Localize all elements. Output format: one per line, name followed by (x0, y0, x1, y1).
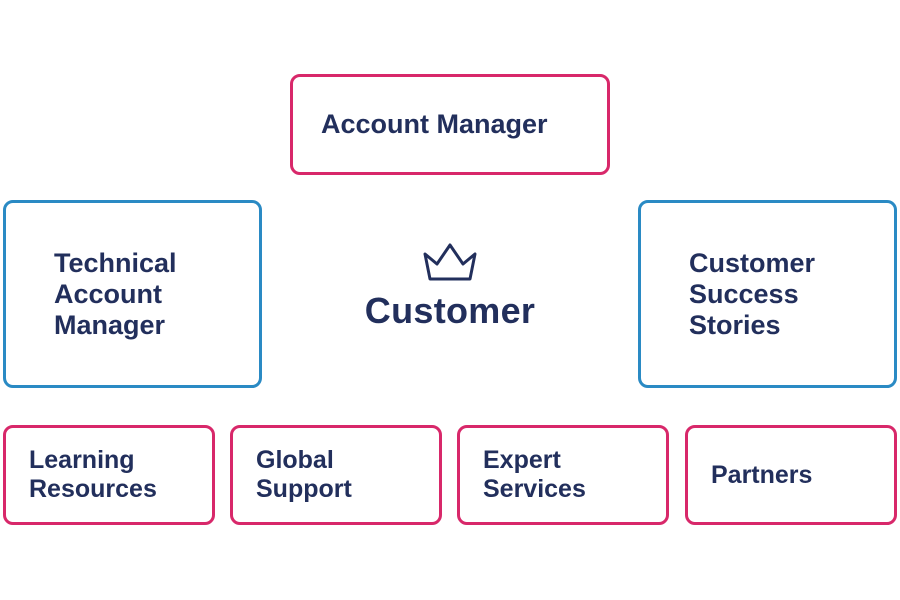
customer-label: Customer (364, 290, 536, 331)
partners-label: Partners (711, 460, 813, 489)
technical-account-manager-label: Technical Account Manager (54, 247, 177, 340)
expert-services-box: Expert Services (457, 425, 669, 525)
global-support-label: Global Support (256, 446, 352, 503)
customer-success-stories-label: Customer Success Stories (689, 247, 816, 340)
customer-center: Customer (340, 240, 560, 350)
global-support-box: Global Support (230, 425, 442, 525)
account-manager-label: Account Manager (321, 109, 548, 139)
partners-box: Partners (685, 425, 897, 525)
learning-resources-label: Learning Resources (29, 446, 157, 503)
technical-account-manager-box: Technical Account Manager (3, 200, 262, 388)
customer-success-stories-box: Customer Success Stories (638, 200, 897, 388)
expert-services-label: Expert Services (483, 446, 586, 503)
learning-resources-box: Learning Resources (3, 425, 215, 525)
crown-icon (423, 243, 477, 281)
account-manager-box: Account Manager (290, 74, 610, 175)
